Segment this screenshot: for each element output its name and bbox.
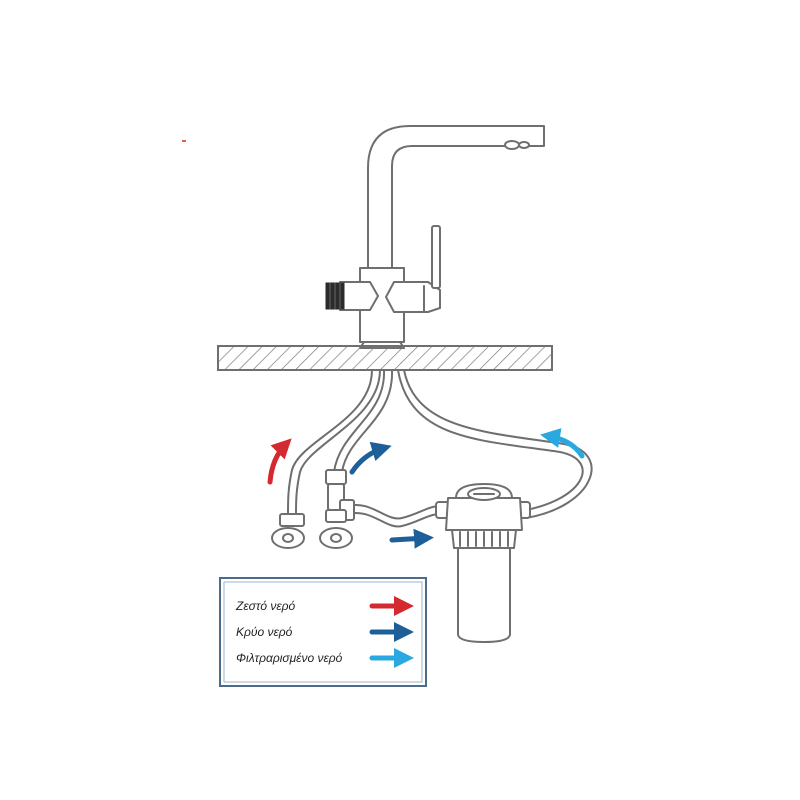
filter-head: [445, 497, 523, 531]
countertop: [217, 345, 553, 371]
legend-label-hot: Ζεστό νερό: [235, 599, 295, 613]
spout-outlet-filtered: [518, 141, 530, 149]
hot-water-hose: [287, 369, 373, 515]
filtered-flow-arrow: [540, 428, 585, 459]
three-way-faucet: [325, 125, 545, 349]
cold-flow-arrow: [349, 441, 392, 475]
angle-valve-cold: [319, 527, 353, 549]
right-lever: [385, 225, 441, 313]
legend-arrows: [369, 596, 414, 668]
faucet-spout: [367, 125, 545, 269]
filter-bowl: [457, 547, 511, 643]
legend-label-cold: Κρύο νερό: [236, 625, 293, 639]
flow-arrows: [267, 428, 585, 549]
cold-to-filter-arrow: [389, 528, 434, 549]
tee-connector: [325, 469, 355, 523]
filtered-water-hose: [397, 369, 584, 511]
legend-label-filtered: Φιλτραρισμένο νερό: [236, 651, 343, 665]
hot-flow-arrow: [267, 438, 292, 485]
cold-water-hose: [333, 369, 386, 473]
spout-outlet: [504, 140, 520, 150]
water-filter-housing: [435, 483, 531, 643]
hoses: [287, 369, 593, 528]
left-handle: [325, 281, 379, 311]
legend: Ζεστό νερό Κρύο νερό Φιλτραρισμένο νερό: [219, 577, 427, 687]
angle-valve-hot: [271, 513, 305, 549]
